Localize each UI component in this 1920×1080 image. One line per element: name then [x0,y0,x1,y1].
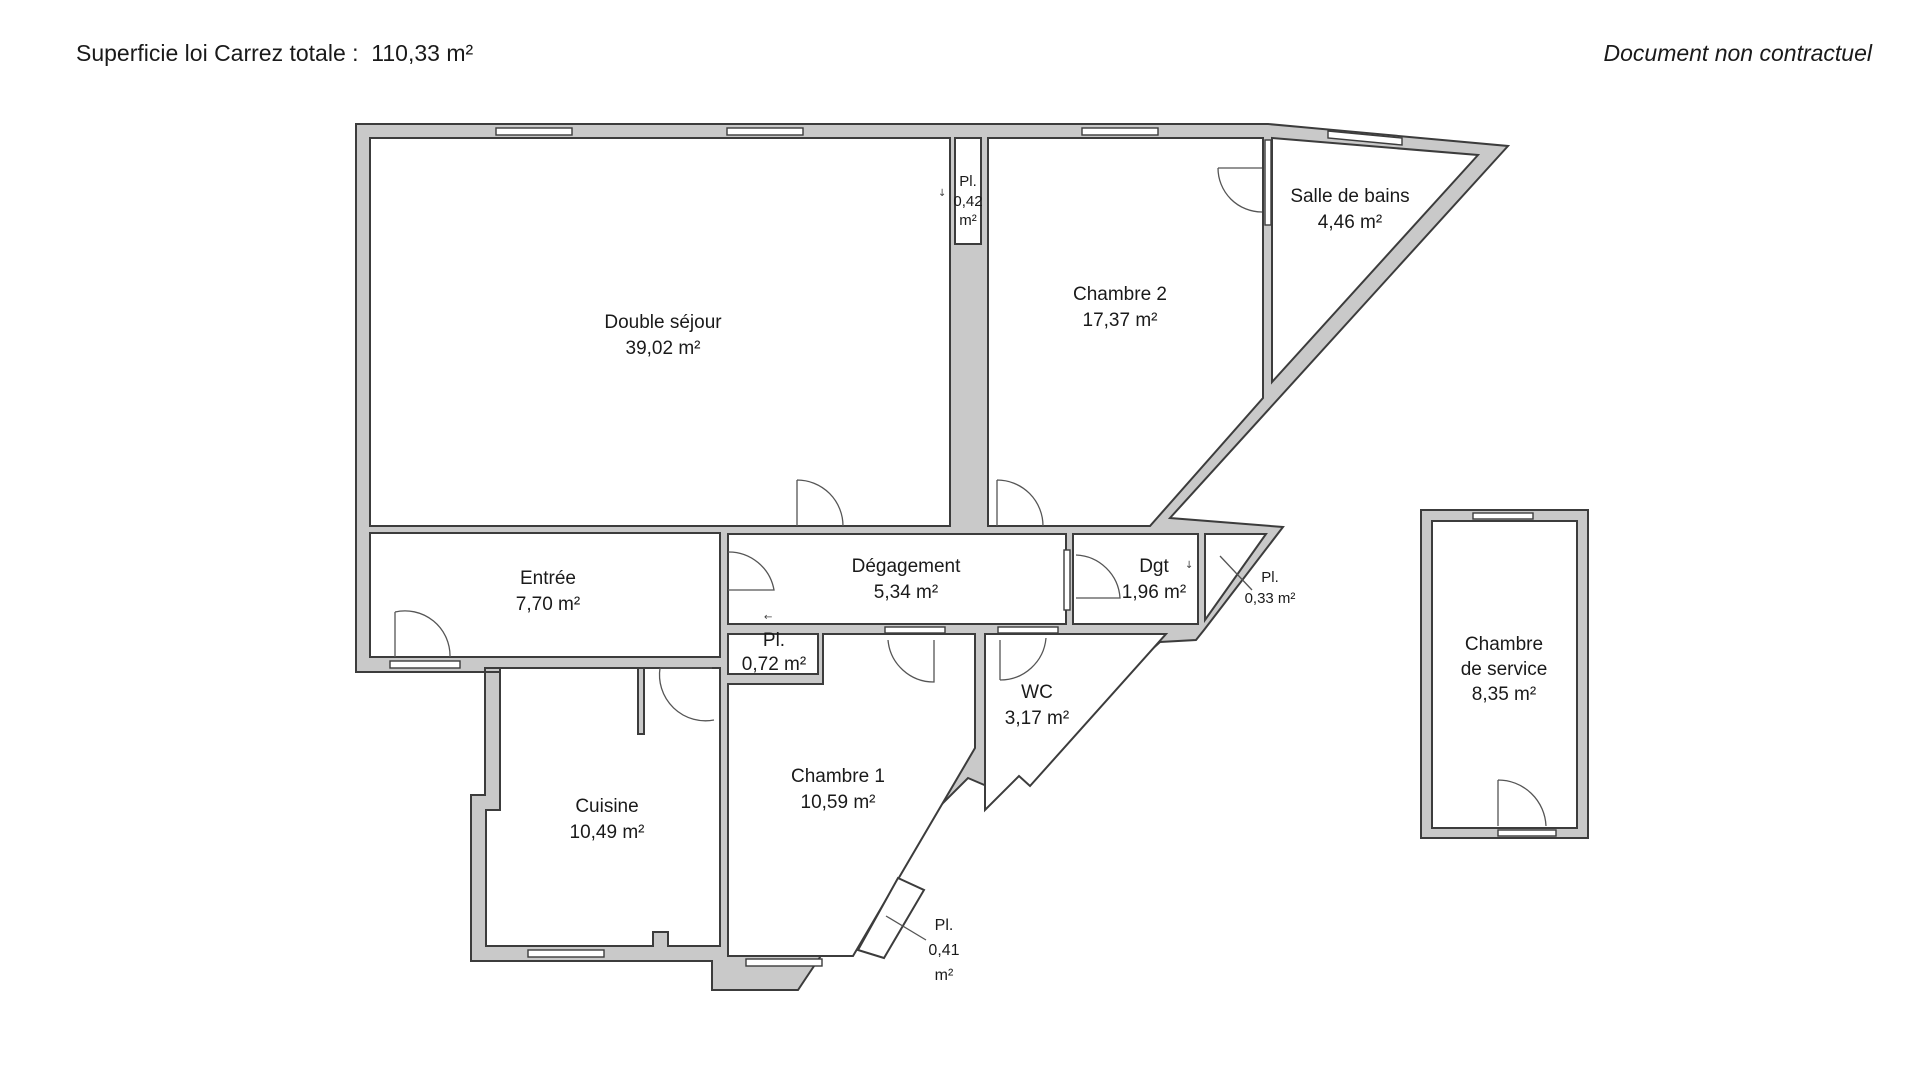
label-placard-072-name: Pl. [763,630,785,651]
arrow-indicator: ← [764,612,772,623]
label-placard-top-name: Pl. [959,173,977,190]
room-salle-de-bains [1271,136,1481,385]
label-placard-072-area: 0,72 m² [742,654,806,675]
label-double-sejour-name: Double séjour [604,312,722,333]
label-wc-area: 3,17 m² [1005,708,1069,729]
room-degagement [727,533,1067,625]
label-cuisine-area: 10,49 m² [570,822,645,843]
label-dgt-area: 1,96 m² [1122,582,1186,603]
label-entree-name: Entrée [520,568,576,589]
label-degagement-area: 5,34 m² [874,582,938,603]
label-chambre-2-name: Chambre 2 [1073,284,1167,305]
total-surface-label: Superficie loi Carrez totale : [76,40,359,66]
room-wc [984,633,1169,813]
room-placard-041 [856,876,926,960]
room-dgt [1072,533,1199,625]
disclaimer: Document non contractuel [1603,40,1873,66]
label-chambre-1-name: Chambre 1 [791,766,885,787]
room-chambre-2 [987,137,1264,527]
room-placard-top [954,137,982,245]
total-surface-value: 110,33 m² [371,40,474,66]
room-chambre-1 [727,633,976,957]
label-double-sejour-area: 39,02 m² [626,338,701,359]
room-chambre-service [1431,520,1578,829]
room-double-sejour [369,137,951,527]
label-entree-area: 7,70 m² [516,594,580,615]
label-chambre-service-name-2: de service [1461,659,1548,680]
label-placard-top-area: 0,42 [953,193,982,210]
arrow-indicator: ↓ [1185,560,1193,571]
label-placard-033-area: 0,33 m² [1245,590,1296,607]
room-entree [369,532,721,658]
label-chambre-service-area: 8,35 m² [1472,684,1536,705]
total-surface-header: Superficie loi Carrez totale : 110,33 m² [76,40,473,67]
label-placard-041-unit: m² [935,967,954,984]
door-arcs [394,167,1547,941]
label-placard-033-name: Pl. [1261,569,1279,586]
label-degagement-name: Dégagement [852,556,962,577]
label-wc-name: WC [1021,682,1053,703]
label-chambre-2-area: 17,37 m² [1083,310,1158,331]
arrow-indicator: ↓ [938,188,946,199]
windows [389,127,1557,967]
label-dgt-name: Dgt [1139,556,1169,577]
label-placard-041-name: Pl. [935,917,954,934]
label-chambre-1-area: 10,59 m² [801,792,876,813]
room-placard-033 [1204,533,1268,624]
room-placard-072 [727,633,819,675]
label-cuisine-name: Cuisine [575,796,638,817]
label-salle-de-bains-area: 4,46 m² [1318,212,1382,233]
kitchen-partition [637,667,645,735]
label-placard-top-unit: m² [959,212,977,229]
room-cuisine [485,667,721,947]
label-placard-041-area: 0,41 [928,942,959,959]
label-salle-de-bains-name: Salle de bains [1290,186,1409,207]
label-chambre-service-name-1: Chambre [1465,634,1543,655]
